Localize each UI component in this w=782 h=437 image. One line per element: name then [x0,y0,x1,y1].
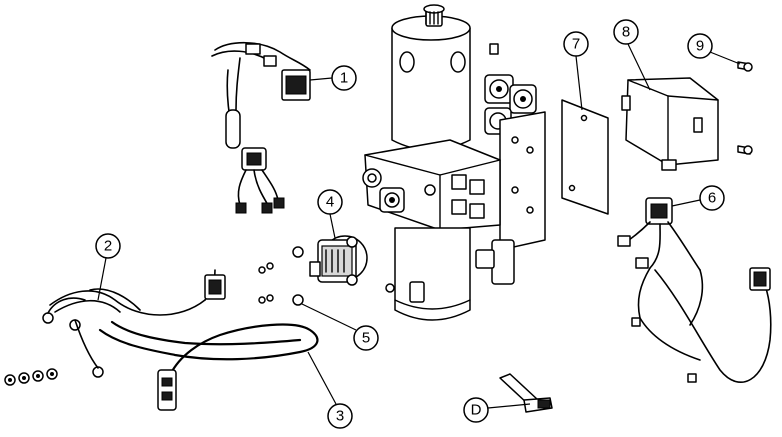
callout-1-label: 1 [340,70,348,87]
callout-5-label: 5 [362,330,370,347]
callout-D-label: D [471,402,482,419]
callout-D: D [463,397,531,423]
starter-solenoid [309,235,368,286]
clip-bracket [499,373,553,413]
callout-7-label: 7 [572,36,580,53]
hydraulic-power-unit [362,4,546,321]
callout-2: 2 [95,233,121,301]
callout-3: 3 [307,351,353,429]
callout-7: 7 [563,31,589,111]
callout-8-label: 8 [622,24,630,41]
callout-2-label: 2 [104,238,112,255]
callout-4: 4 [317,189,343,239]
callout-6: 6 [671,185,725,211]
callout-8: 8 [613,19,651,91]
callout-9: 9 [687,33,741,65]
wiring-harness-lower [42,269,226,378]
callout-6-label: 6 [708,190,716,207]
callout-4-label: 4 [326,194,334,211]
callout-5: 5 [301,303,379,351]
wiring-harness-right [617,197,772,383]
callout-1: 1 [309,65,357,91]
washers-nuts-left [4,368,58,386]
nuts-washers-center [258,246,304,306]
wiring-harness-upper [211,41,311,214]
callout-3-label: 3 [336,408,344,425]
callout-9-label: 9 [696,38,704,55]
screws [737,61,753,155]
battery-cable [98,320,319,411]
mounting-plate [561,99,609,215]
control-module [621,77,719,171]
